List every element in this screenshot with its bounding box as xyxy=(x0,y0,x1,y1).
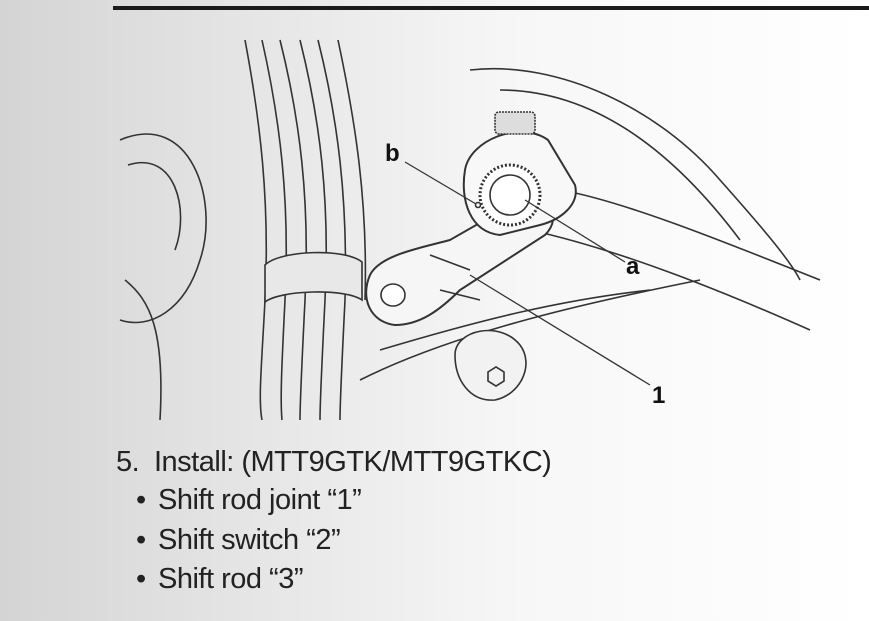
callout-1: 1 xyxy=(652,382,666,409)
header-rule xyxy=(113,6,869,10)
shift-rod-joint-illustration xyxy=(119,39,821,421)
bullet-icon: • xyxy=(136,524,146,556)
callout-a: a xyxy=(626,253,640,280)
list-item-text: Shift rod “3” xyxy=(158,563,304,595)
step-text: Install: (MTT9GTK/MTT9GTKC) xyxy=(154,446,552,478)
step-number: 5. xyxy=(116,446,140,478)
list-item: • Shift switch “2” xyxy=(136,524,341,557)
list-item-text: Shift switch “2” xyxy=(158,524,341,556)
list-item-text: Shift rod joint “1” xyxy=(158,484,362,516)
callout-b: b xyxy=(385,140,400,167)
bullet-icon: • xyxy=(136,563,146,595)
bullet-icon: • xyxy=(136,484,146,516)
step-5-heading: 5. Install: (MTT9GTK/MTT9GTKC) xyxy=(116,446,552,479)
list-item: • Shift rod joint “1” xyxy=(136,484,362,517)
list-item: • Shift rod “3” xyxy=(136,563,304,596)
